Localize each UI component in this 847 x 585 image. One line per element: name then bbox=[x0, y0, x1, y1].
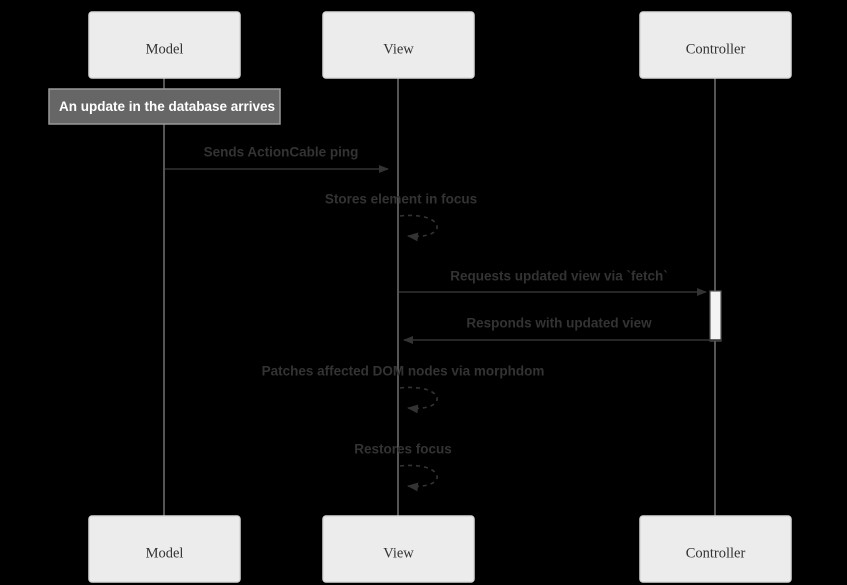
message-stores-element-in-focus[interactable]: Stores element in focus bbox=[325, 192, 477, 242]
message-label: Requests updated view via `fetch` bbox=[450, 269, 668, 284]
message-label: Stores element in focus bbox=[325, 192, 477, 207]
actor-box-model-bottom[interactable] bbox=[88, 515, 241, 583]
message-patches-affected-dom-nodes[interactable]: Patches affected DOM nodes via morphdom bbox=[262, 364, 545, 414]
actor-header-controller[interactable]: Controller bbox=[639, 11, 792, 79]
note-db-update[interactable]: An update in the database arrives bbox=[48, 88, 281, 125]
actor-label-model: Model bbox=[146, 41, 184, 57]
actor-box-view[interactable] bbox=[322, 11, 475, 79]
message-requests-updated-view[interactable]: Requests updated view via `fetch` bbox=[399, 269, 707, 296]
message-sends-actioncable-ping[interactable]: Sends ActionCable ping bbox=[165, 145, 389, 173]
actor-header-view[interactable]: View bbox=[322, 11, 475, 79]
actor-box-controller-bottom[interactable] bbox=[639, 515, 792, 583]
actor-box-model[interactable] bbox=[88, 11, 241, 79]
actor-footer-view[interactable]: View bbox=[322, 515, 475, 583]
actor-label-view: View bbox=[383, 41, 414, 57]
message-label: Patches affected DOM nodes via morphdom bbox=[262, 364, 545, 379]
message-label: Restores focus bbox=[354, 442, 452, 457]
self-loop-arc[interactable] bbox=[399, 386, 438, 414]
note-label: An update in the database arrives bbox=[59, 99, 275, 114]
message-restores-focus[interactable]: Restores focus bbox=[354, 442, 452, 492]
actor-box-controller[interactable] bbox=[639, 11, 792, 79]
actor-footer-controller[interactable]: Controller bbox=[639, 515, 792, 583]
note-box[interactable] bbox=[48, 88, 281, 125]
message-label: Responds with updated view bbox=[466, 316, 652, 331]
message-label: Sends ActionCable ping bbox=[204, 145, 359, 160]
activation-bar bbox=[709, 290, 722, 342]
actor-header-model[interactable]: Model bbox=[88, 11, 241, 79]
actor-label-view-bottom: View bbox=[383, 545, 414, 561]
actor-label-controller: Controller bbox=[686, 41, 746, 57]
self-loop-arc[interactable] bbox=[399, 464, 438, 492]
actor-label-controller-bottom: Controller bbox=[686, 545, 746, 561]
actor-label-model-bottom: Model bbox=[146, 545, 184, 561]
actor-box-view-bottom[interactable] bbox=[322, 515, 475, 583]
message-responds-with-updated-view[interactable]: Responds with updated view bbox=[403, 316, 721, 344]
activation-controller bbox=[709, 290, 722, 342]
actor-footer-model[interactable]: Model bbox=[88, 515, 241, 583]
self-loop-arc[interactable] bbox=[399, 214, 438, 242]
